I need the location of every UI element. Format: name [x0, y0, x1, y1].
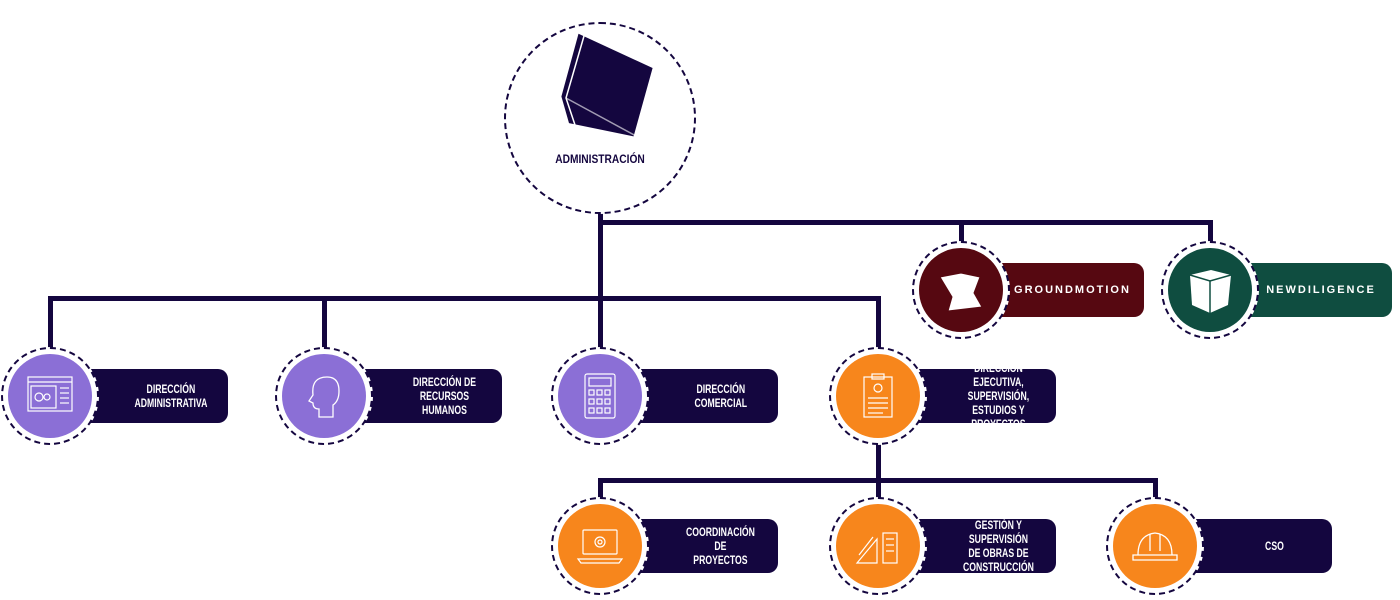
label-line: ESTUDIOS Y PROYECTOS	[971, 403, 1026, 431]
label-line: DIRECCIÓN EJECUTIVA,	[973, 361, 1024, 389]
head-icon	[308, 376, 340, 418]
connector	[598, 200, 603, 300]
root-label: ADMINISTRACIÓN	[555, 152, 645, 166]
clipboard-icon	[863, 373, 893, 418]
connector	[1208, 220, 1213, 245]
laptop-gear-icon	[576, 529, 624, 564]
company-disc	[1168, 248, 1252, 332]
label-line: DIRECCIÓN	[146, 382, 195, 396]
label-line: DE OBRAS DE	[968, 546, 1029, 560]
root-node: ADMINISTRACIÓN	[504, 22, 696, 214]
browser-gears-icon	[27, 376, 73, 412]
calculator-icon	[584, 373, 616, 419]
company-label: GROUNDMOTION	[1014, 284, 1131, 296]
connector	[876, 296, 881, 351]
ruler-pencil-icon	[855, 532, 898, 564]
rock-icon	[939, 272, 983, 312]
label-line: CSO	[1265, 539, 1285, 553]
label-line: DIRECCIÓN DE	[412, 375, 477, 389]
connector	[598, 478, 603, 500]
connector	[322, 296, 327, 351]
label-line: CONSTRUCCIÓN	[963, 560, 1034, 574]
cube-logo-icon	[561, 33, 653, 137]
connector	[598, 296, 603, 351]
node-disc	[836, 354, 920, 438]
label-line: COORDINACIÓN DE	[686, 525, 755, 553]
label-line: RECURSOS HUMANOS	[419, 389, 470, 417]
connector	[1153, 478, 1158, 500]
connector	[48, 296, 881, 301]
label-line: DIRECCIÓN	[696, 382, 745, 396]
cube-icon	[1189, 270, 1232, 313]
node-disc	[558, 354, 642, 438]
label-line: GESTIÓN Y SUPERVISIÓN	[968, 518, 1029, 546]
connector	[48, 296, 53, 351]
node-disc	[558, 504, 642, 588]
node-disc	[282, 354, 366, 438]
node-disc	[8, 354, 92, 438]
connector	[959, 220, 964, 245]
company-label: NEWDILIGENCE	[1266, 284, 1376, 296]
company-disc	[919, 248, 1003, 332]
label-line: COMERCIAL	[694, 396, 747, 410]
connector	[876, 440, 881, 482]
connector	[598, 220, 1213, 225]
node-disc	[836, 504, 920, 588]
connector	[876, 478, 881, 500]
label-line: ADMINISTRATIVA	[134, 396, 207, 410]
node-disc	[1113, 504, 1197, 588]
label-line: SUPERVISIÓN,	[967, 389, 1030, 403]
hard-hat-icon	[1132, 532, 1178, 561]
label-line: PROYECTOS	[693, 553, 748, 567]
